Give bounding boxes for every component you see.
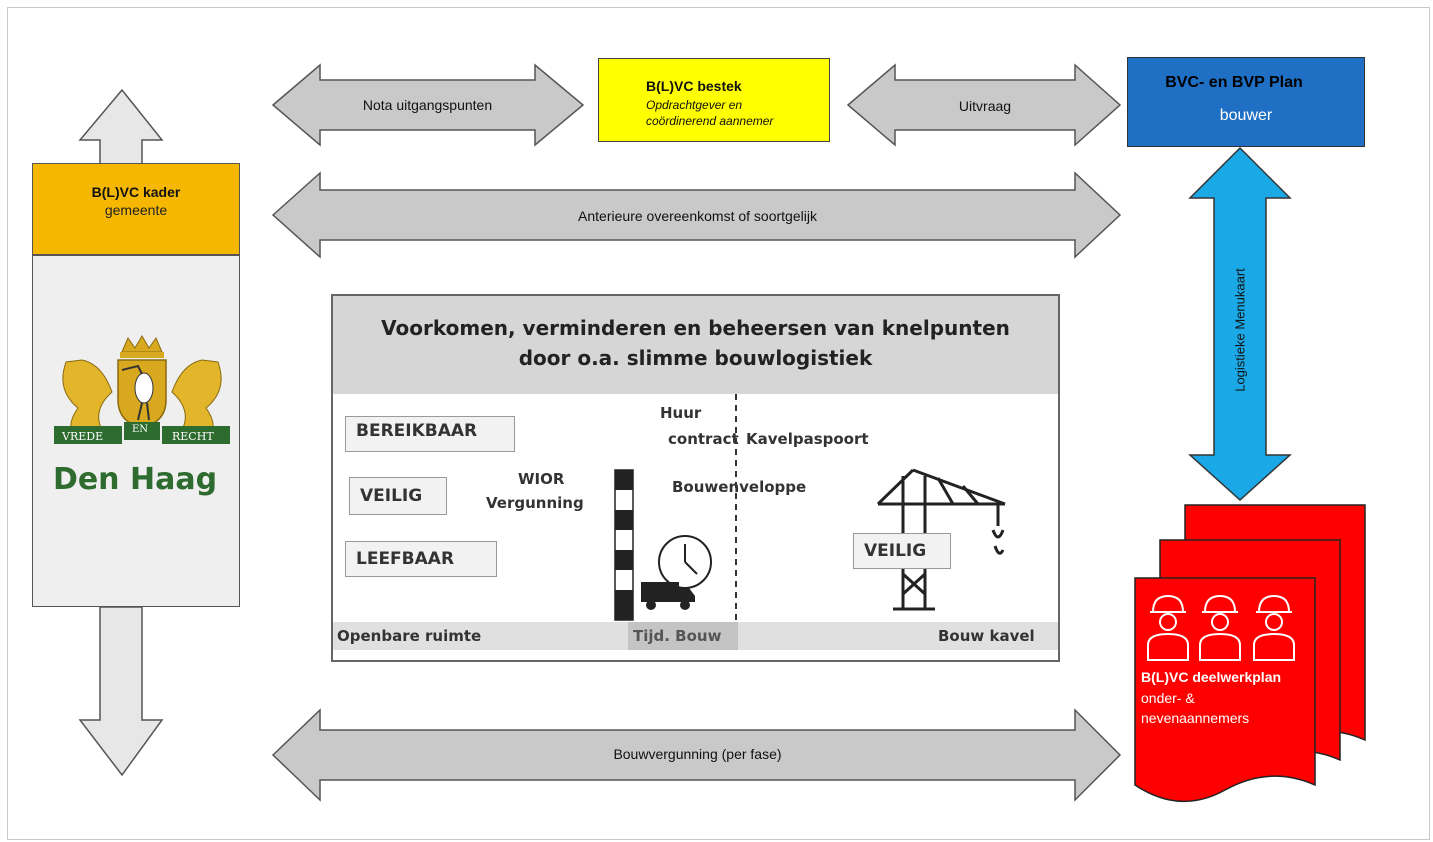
crest-banner-en: EN (132, 424, 149, 435)
label-nota-uitgangspunten: Nota uitgangspunten (362, 97, 493, 113)
label-bouw-kavel: Bouw kavel (938, 627, 1035, 645)
arrow-bouwvergunning (271, 708, 1122, 802)
label-contract: contract (668, 430, 739, 448)
bvc-title: BVC- en BVP Plan (1165, 74, 1303, 91)
crest-banner-vrede: VREDE (62, 430, 104, 443)
clock-icon (658, 535, 712, 589)
bvc-box (1127, 57, 1365, 147)
label-openbare-ruimte: Openbare ruimte (337, 627, 482, 645)
kader-box (32, 163, 240, 255)
bestek-title: B(L)VC bestek (646, 78, 742, 94)
center-heading-line1: Voorkomen, verminderen en beheersen van … (381, 316, 1010, 340)
bestek-line1: Opdrachtgever en (646, 98, 743, 112)
vertical-arrow-left (78, 88, 164, 166)
tag-veilig-right: VEILIG (853, 533, 951, 569)
tag-bereikbaar: BEREIKBAAR (345, 416, 515, 452)
center-illustration (333, 394, 1058, 650)
truck-icon (641, 582, 695, 610)
bvc-subtitle: bouwer (1219, 107, 1273, 124)
den-haag-wordmark: Den Haag (52, 462, 218, 497)
label-anterieure: Anterieure overeenkomst of soortgelijk (578, 208, 817, 224)
label-uitvraag: Uitvraag (958, 98, 1012, 114)
label-vergunning: Vergunning (486, 494, 584, 512)
deelwerk-title: B(L)VC deelwerkplan (1141, 669, 1282, 685)
worker-icon-3 (1253, 594, 1295, 661)
deelwerk-line1: onder- & (1141, 690, 1195, 706)
bestek-line2: coördinerend aannemer (646, 114, 774, 128)
diagram-frame (7, 7, 1430, 840)
crane-icon (876, 468, 1006, 611)
bestek-box (598, 58, 830, 142)
label-logistieke-menukaart: Logistieke Menukaart (1232, 268, 1248, 392)
den-haag-crest-icon (54, 335, 230, 444)
tag-leefbaar: LEEFBAAR (345, 541, 497, 577)
label-bouwvergunning: Bouwvergunning (per fase) (613, 746, 782, 762)
barrier-pole-icon (614, 469, 634, 621)
center-heading-line2: door o.a. slimme bouwlogistiek (518, 346, 873, 370)
worker-icon-2 (1199, 594, 1241, 661)
arrow-uitvraag (846, 63, 1122, 147)
label-bouwenveloppe: Bouwenveloppe (672, 478, 807, 496)
crest-banner-recht: RECHT (172, 430, 214, 443)
vertical-arrow-left-bottom (78, 606, 164, 777)
ground-band-tijd (628, 622, 738, 650)
deelwerk-line2: nevenaannemers (1141, 710, 1250, 726)
worker-icon-1 (1147, 594, 1189, 661)
tag-veilig-left: VEILIG (349, 477, 447, 515)
arrow-nota-uitgangspunten (271, 63, 585, 147)
arrow-logistieke-menukaart (1188, 146, 1292, 502)
kader-title: B(L)VC kader (91, 184, 181, 200)
label-tijd-bouw: Tijd. Bouw (633, 627, 722, 645)
kader-subtitle: gemeente (104, 202, 168, 218)
center-heading-band (333, 296, 1058, 394)
label-kavelpaspoort: Kavelpaspoort (746, 430, 869, 448)
arrow-anterieure (271, 171, 1122, 259)
label-huur: Huur (660, 404, 702, 422)
label-wior: WIOR (518, 470, 565, 488)
